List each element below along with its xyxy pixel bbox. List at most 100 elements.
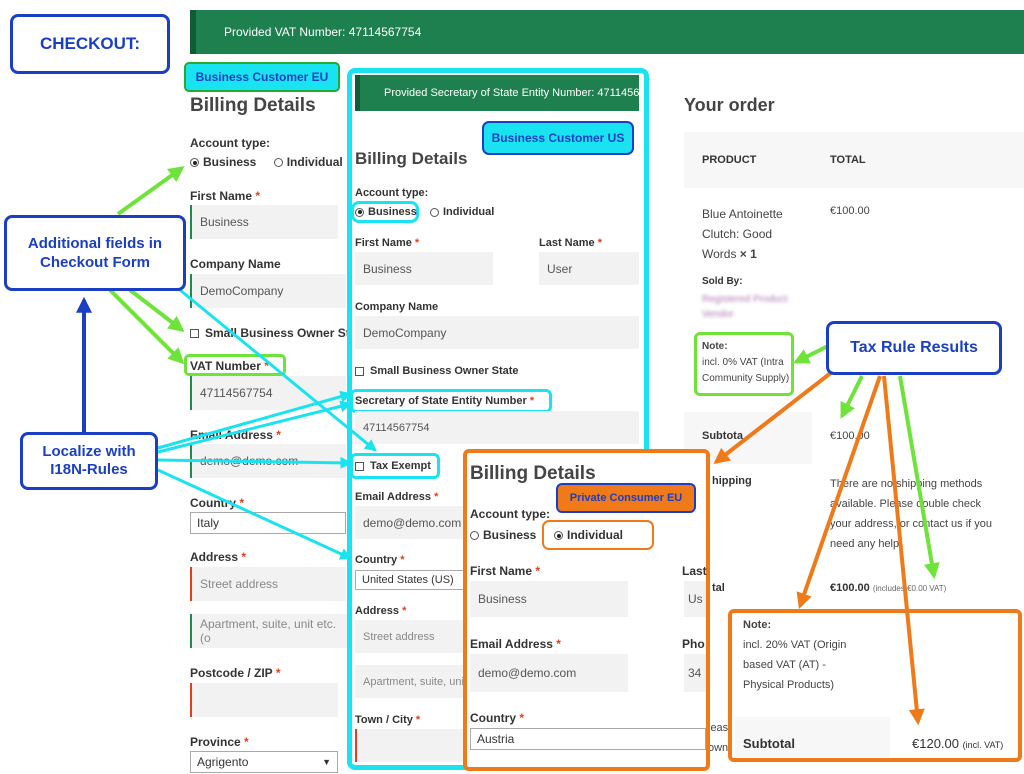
eu-vat-input[interactable]: 47114567754 (190, 376, 346, 410)
private-note-text: Note: incl. 20% VAT (Origin based VAT (A… (743, 619, 847, 691)
eu-account-type-label: Account type: (190, 136, 271, 150)
private-last-name-label: Last (682, 564, 707, 578)
eu-email-input[interactable]: demo@demo.com (190, 444, 346, 478)
order-product-price: €100.00 (830, 205, 870, 217)
us-sos-banner: Provided Secretary of State Entity Numbe… (355, 75, 639, 111)
us-sos-label: Secretary of State Entity Number * (355, 395, 535, 407)
private-country-select[interactable]: Austria (470, 728, 706, 750)
tag-private-eu: Private Consumer EU (556, 483, 696, 513)
us-business-radio[interactable] (355, 207, 364, 217)
us-small-business-label: Small Business Owner State (370, 365, 519, 377)
eu-individual-label: Individual (286, 155, 343, 169)
us-first-name-input[interactable]: Business (355, 252, 493, 285)
order-shipping-message: There are no shipping methods available.… (830, 478, 993, 550)
eu-country-select[interactable]: Italy (190, 512, 346, 534)
eu-vat-banner: Provided VAT Number: 47114567754 (190, 10, 1024, 54)
arrow-to-account-type (116, 166, 185, 216)
chevron-down-icon: ▼ (322, 757, 331, 767)
tag-business-eu-text: Business Customer EU (195, 70, 329, 84)
eu-first-name-label: First Name * (190, 189, 261, 203)
eu-account-type-options: Business Individual (190, 155, 343, 169)
us-account-type-label: Account type: (355, 187, 429, 199)
eu-country-label: Country * (190, 496, 245, 510)
private-first-name-label: First Name * (470, 564, 541, 578)
tax-rule-results-callout: Tax Rule Results (826, 321, 1002, 375)
us-individual-label: Individual (442, 206, 495, 218)
us-billing-title: Billing Details (355, 149, 468, 168)
order-sold-by: Sold By: (702, 276, 743, 287)
order-total-label: tal (712, 582, 725, 594)
private-individual-radio[interactable] (554, 531, 563, 541)
private-subtotal-label: Subtotal (743, 736, 795, 751)
order-vendor-name: Registered Product Vendor (702, 294, 788, 320)
eu-vat-highlight (184, 354, 286, 376)
us-business-label: Business (368, 206, 417, 218)
us-address-input[interactable]: Street address (355, 620, 465, 653)
arrow-tax-to-subtotal (840, 375, 864, 419)
eu-first-name-input[interactable]: Business (190, 205, 338, 239)
private-business-radio[interactable] (470, 531, 479, 541)
eu-individual-radio[interactable] (273, 158, 283, 168)
localize-callout: Localize with I18N-Rules (20, 432, 158, 490)
order-col-total: TOTAL (830, 154, 866, 166)
eu-address2-input[interactable]: Apartment, suite, unit etc. (o (190, 614, 348, 648)
eu-email-label: Email Address * (190, 428, 281, 442)
private-email-label: Email Address * (470, 637, 561, 651)
eu-province-select[interactable]: Agrigento▼ (190, 751, 338, 773)
eu-address-label: Address * (190, 550, 247, 564)
us-email-label: Email Address * (355, 491, 439, 503)
private-business-option: Business (470, 528, 536, 542)
eu-small-business-checkbox[interactable] (190, 329, 199, 339)
us-last-name-input[interactable]: User (539, 252, 639, 285)
us-sos-input[interactable]: 47114567754 (355, 411, 639, 444)
private-country-label: Country * (470, 711, 525, 725)
arrow-to-vat (108, 288, 185, 365)
us-company-label: Company Name (355, 301, 439, 313)
us-sos-banner-text: Provided Secretary of State Entity Numbe… (384, 87, 639, 99)
us-town-label: Town / City * (355, 714, 421, 726)
us-company-input[interactable]: DemoCompany (355, 316, 639, 349)
order-subtotal-value: €100.00 (830, 430, 870, 442)
private-phone-label: Pho (682, 637, 705, 651)
order-col-product: PRODUCT (702, 154, 757, 166)
us-country-label: Country * (355, 554, 405, 566)
eu-vat-banner-text: Provided VAT Number: 47114567754 (224, 25, 422, 39)
private-subtotal-value: €120.00 (incl. VAT) (912, 736, 1004, 751)
us-small-business-checkbox[interactable] (355, 366, 364, 376)
private-last-name-input[interactable]: Us (684, 581, 706, 617)
private-first-name-input[interactable]: Business (470, 581, 628, 617)
tag-business-us: Business Customer US (482, 121, 634, 155)
us-individual-radio[interactable] (429, 207, 439, 217)
private-subtotal-row-bg (735, 717, 890, 757)
us-first-name-label: First Name * (355, 237, 420, 249)
arrow-tax-to-eu-note (793, 343, 831, 364)
eu-address-input[interactable]: Street address (190, 567, 346, 601)
arrow-to-small-business (128, 288, 185, 332)
us-tax-exempt-row[interactable]: Tax Exempt (355, 460, 431, 472)
eu-company-input[interactable]: DemoCompany (190, 274, 346, 308)
eu-business-radio[interactable] (190, 158, 199, 168)
private-billing-title: Billing Details (470, 463, 596, 484)
order-header-row (684, 132, 1024, 188)
us-small-business-row[interactable]: Small Business Owner State (355, 365, 519, 377)
us-town-input[interactable] (355, 729, 465, 762)
us-email-input[interactable]: demo@demo.com (355, 506, 465, 539)
additional-fields-text: Additional fields in Checkout Form (27, 235, 163, 271)
order-product-name: Blue Antoinette Clutch: Good Words × 1 (702, 207, 783, 261)
eu-business-label: Business (203, 155, 257, 169)
tag-private-eu-text: Private Consumer EU (569, 492, 683, 504)
tax-rule-results-text: Tax Rule Results (850, 339, 978, 356)
eu-billing-title: Billing Details (190, 95, 316, 116)
private-individual-option: Individual (554, 528, 623, 542)
eu-postcode-input[interactable] (190, 683, 338, 717)
order-subtotal-label: Subtota (702, 430, 743, 442)
eu-small-business-checkbox-row[interactable]: Small Business Owner State (190, 326, 367, 340)
localize-text: Localize with I18N-Rules (42, 443, 136, 478)
us-tax-exempt-checkbox[interactable] (355, 461, 364, 471)
private-email-input[interactable]: demo@demo.com (470, 654, 628, 692)
private-phone-input[interactable]: 34 (684, 654, 706, 692)
private-individual-label: Individual (567, 528, 624, 542)
us-country-select[interactable]: United States (US) (355, 570, 465, 590)
us-address2-input[interactable]: Apartment, suite, uni (355, 665, 465, 698)
private-individual-highlight (542, 520, 654, 550)
